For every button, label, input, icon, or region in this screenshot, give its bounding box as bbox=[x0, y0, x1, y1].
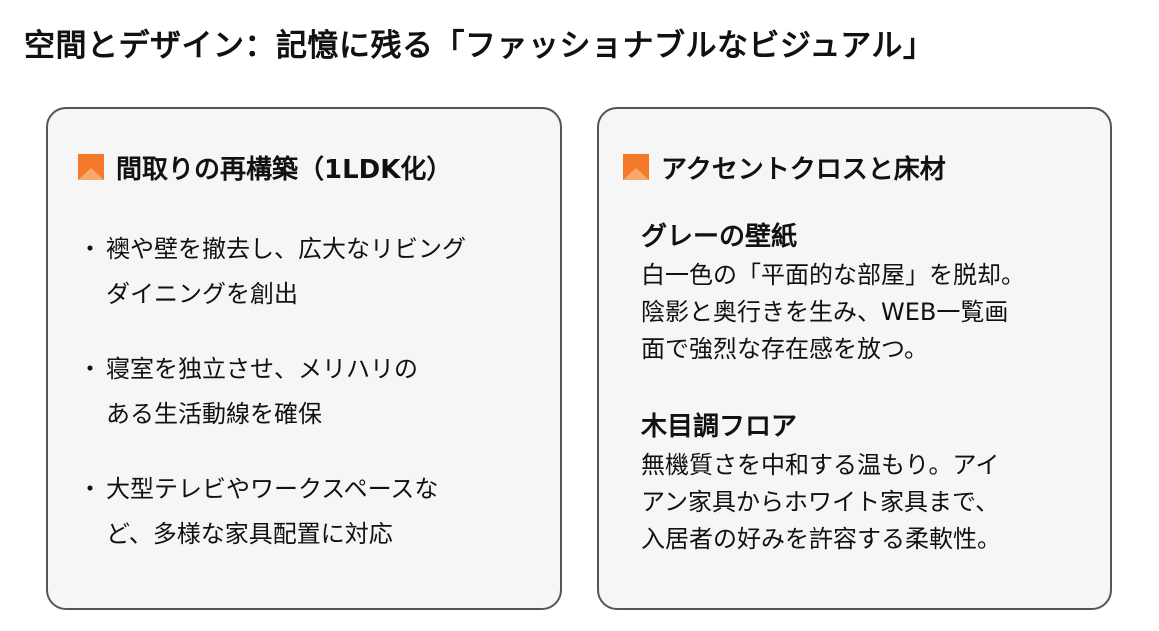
page-title: 空間とデザイン：記憶に残る「ファッショナブルなビジュアル」 bbox=[24, 28, 935, 64]
list-item: 襖や壁を撤去し、広大なリビング ダイニングを創出 bbox=[78, 227, 552, 317]
section-line: 入居者の好みを許容する柔軟性。 bbox=[641, 525, 1001, 553]
list-item-line: 寝室を独立させ、メリハリの bbox=[106, 355, 418, 383]
section-line: 陰影と奥行きを生み、WEB一覧画 bbox=[641, 298, 1009, 326]
section-line: 面で強烈な存在感を放つ。 bbox=[641, 335, 929, 363]
section-line: 白一色の「平面的な部屋」を脱却。 bbox=[641, 261, 1025, 289]
list-item-line: 大型テレビやワークスペースな bbox=[106, 475, 439, 503]
gray-wallpaper-section: グレーの壁紙 白一色の「平面的な部屋」を脱却。 陰影と奥行きを生み、WEB一覧画… bbox=[641, 217, 1101, 368]
list-item-line: ど、多様な家具配置に対応 bbox=[106, 520, 393, 548]
list-item-line: 襖や壁を撤去し、広大なリビング bbox=[106, 235, 466, 263]
gray-wallpaper-text: 白一色の「平面的な部屋」を脱却。 陰影と奥行きを生み、WEB一覧画 面で強烈な存… bbox=[641, 257, 1101, 368]
section-line: アン家具からホワイト家具まで、 bbox=[641, 488, 1000, 516]
layout-restructure-heading: 間取りの再構築（1LDK化） bbox=[78, 147, 452, 187]
orange-square-icon bbox=[623, 154, 649, 180]
accent-cloth-flooring-heading-text: アクセントクロスと床材 bbox=[661, 154, 946, 185]
layout-restructure-heading-text: 間取りの再構築（1LDK化） bbox=[116, 154, 453, 185]
list-item-line: ダイニングを創出 bbox=[106, 280, 298, 308]
wood-grain-floor-text: 無機質さを中和する温もり。アイ アン家具からホワイト家具まで、 入居者の好みを許… bbox=[641, 447, 1101, 558]
list-item: 寝室を独立させ、メリハリの ある生活動線を確保 bbox=[78, 347, 552, 437]
section-line: 無機質さを中和する温もり。アイ bbox=[641, 451, 1000, 479]
layout-restructure-list: 襖や壁を撤去し、広大なリビング ダイニングを創出 寝室を独立させ、メリハリの あ… bbox=[78, 227, 552, 587]
list-item: 大型テレビやワークスペースな ど、多様な家具配置に対応 bbox=[78, 467, 552, 557]
gray-wallpaper-title: グレーの壁紙 bbox=[641, 222, 798, 252]
orange-square-icon bbox=[78, 154, 104, 180]
list-item-line: ある生活動線を確保 bbox=[106, 400, 322, 428]
accent-cloth-flooring-heading: アクセントクロスと床材 bbox=[623, 147, 946, 187]
wood-grain-floor-title: 木目調フロア bbox=[641, 412, 798, 442]
layout-restructure-card: 間取りの再構築（1LDK化） 襖や壁を撤去し、広大なリビング ダイニングを創出 … bbox=[46, 107, 562, 610]
accent-cloth-flooring-card: アクセントクロスと床材 グレーの壁紙 白一色の「平面的な部屋」を脱却。 陰影と奥… bbox=[597, 107, 1112, 610]
wood-grain-floor-section: 木目調フロア 無機質さを中和する温もり。アイ アン家具からホワイト家具まで、 入… bbox=[641, 407, 1101, 558]
